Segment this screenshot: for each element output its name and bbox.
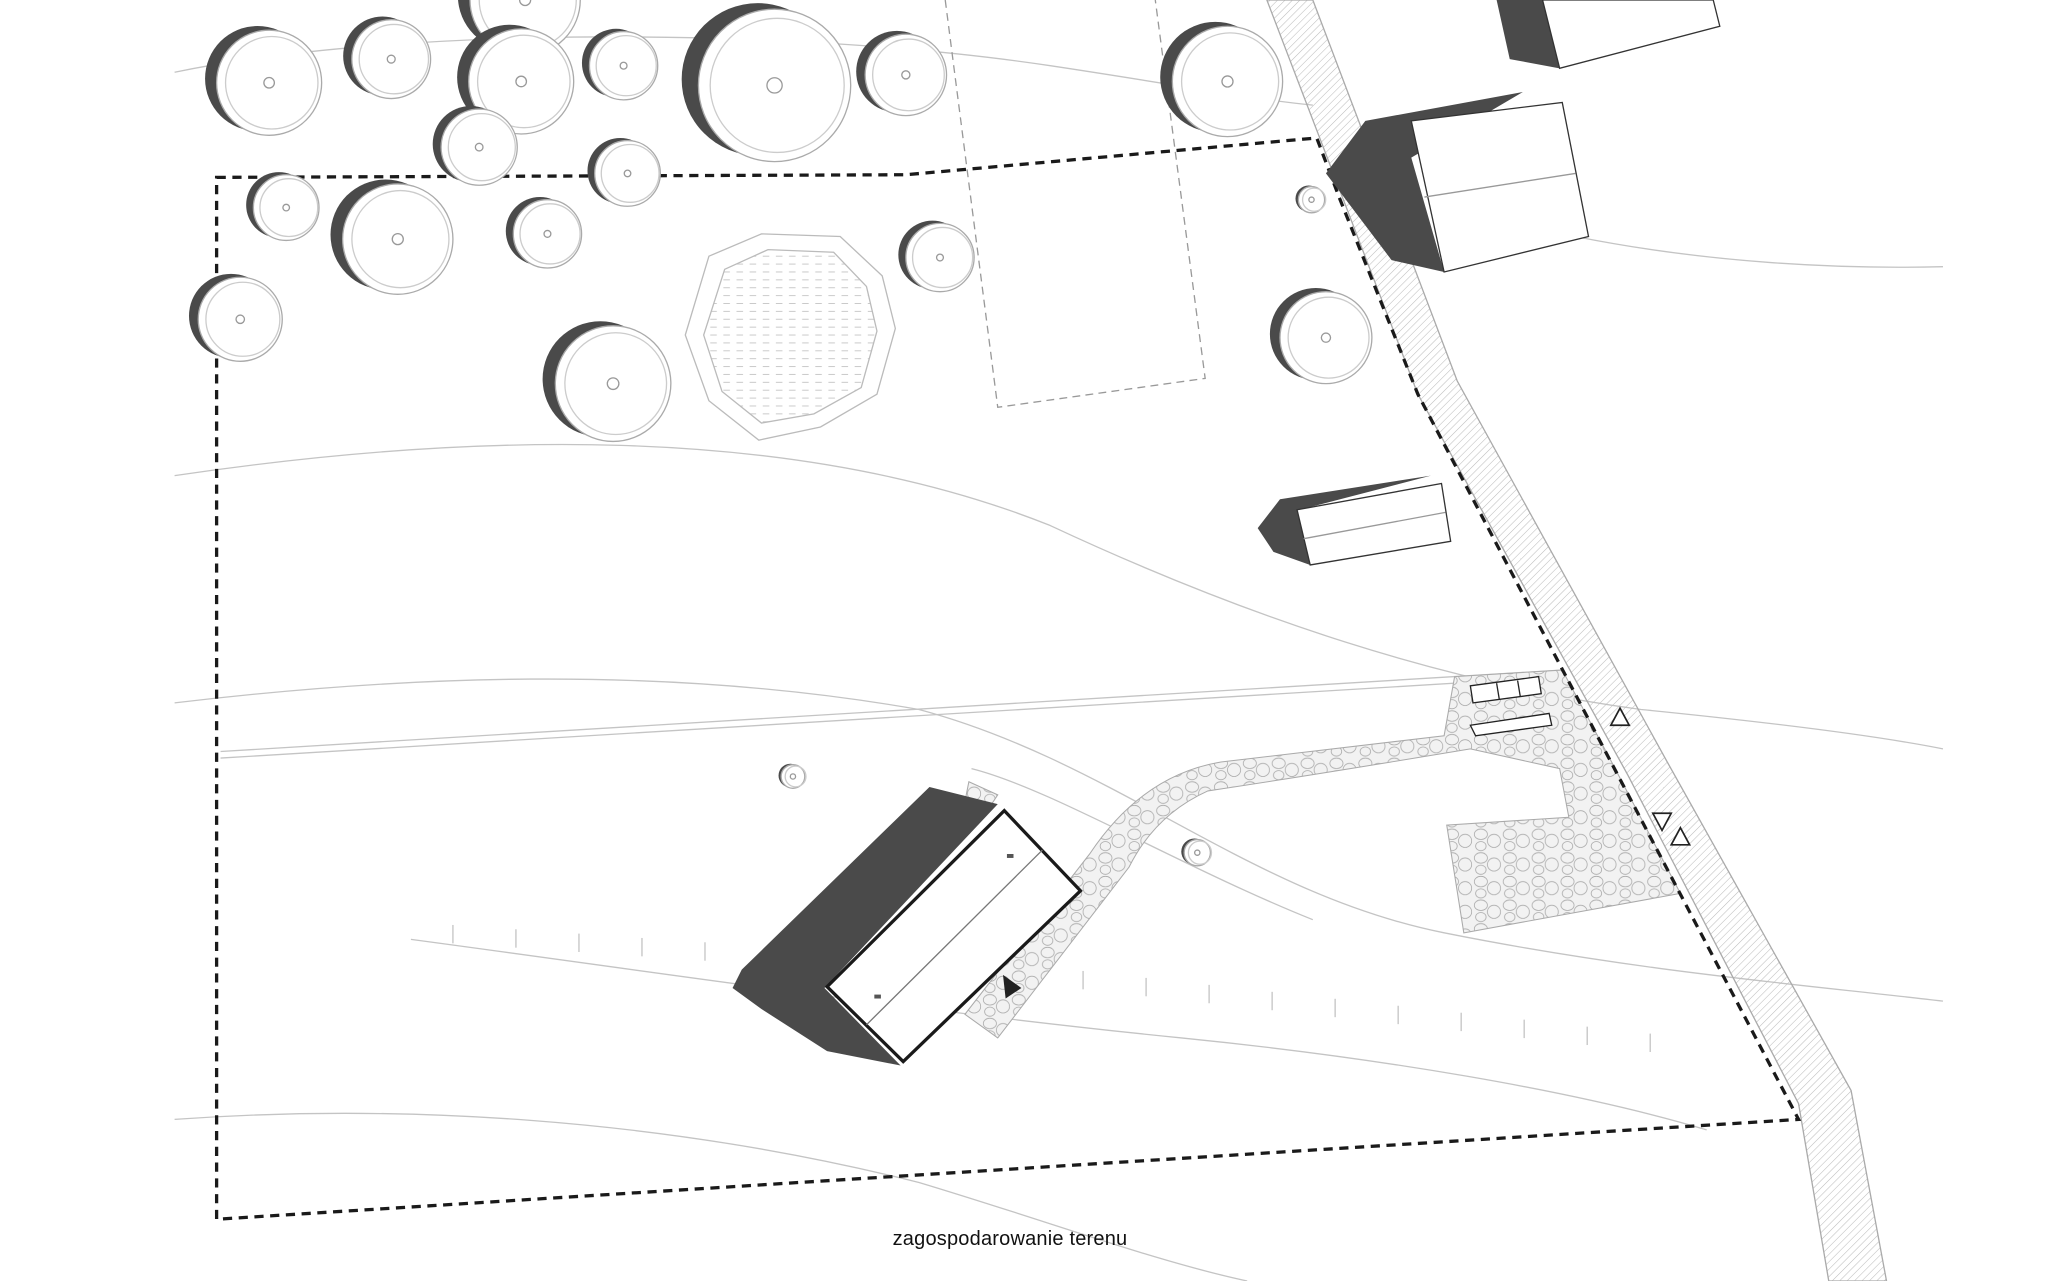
triangle-up-icon xyxy=(1669,825,1692,846)
tree-icon xyxy=(778,763,807,789)
entrance-arrow-icon xyxy=(1002,974,1022,999)
tree-icon xyxy=(898,220,975,293)
access-markers xyxy=(1609,706,1692,846)
tree-icon xyxy=(856,30,948,117)
tree-icon xyxy=(457,24,575,135)
tree-icon xyxy=(505,196,583,269)
tree-icon xyxy=(343,16,432,100)
tree-icon xyxy=(188,273,283,362)
tree-icon xyxy=(1295,185,1327,214)
contour-lines xyxy=(174,36,1944,1281)
field-outline xyxy=(944,0,1206,409)
pond xyxy=(684,233,897,441)
triangle-up-icon xyxy=(1609,706,1631,727)
parking-bins xyxy=(1469,675,1553,737)
shed xyxy=(1257,475,1452,566)
tree-icon xyxy=(581,28,659,101)
tree-icon xyxy=(330,179,454,295)
tree-icon xyxy=(1160,21,1284,138)
drawing-caption: zagospodarowanie terenu xyxy=(892,1228,1128,1250)
main-house xyxy=(732,786,1083,1066)
neighbour-house-2 xyxy=(1325,91,1590,273)
tree-icon xyxy=(1269,287,1373,385)
tree-icon xyxy=(205,26,323,136)
trees xyxy=(188,0,1373,867)
tree-icon xyxy=(681,3,852,163)
tree-icon xyxy=(542,321,672,443)
plot-boundary xyxy=(214,136,1802,1221)
tree-icon xyxy=(587,137,662,207)
paved-paths xyxy=(964,669,1682,1039)
tree-icon xyxy=(432,106,518,186)
neighbour-house-1 xyxy=(1496,0,1721,70)
tree-icon xyxy=(1181,838,1213,867)
triangle-down-icon xyxy=(1651,812,1673,833)
tree-icon xyxy=(246,172,320,242)
